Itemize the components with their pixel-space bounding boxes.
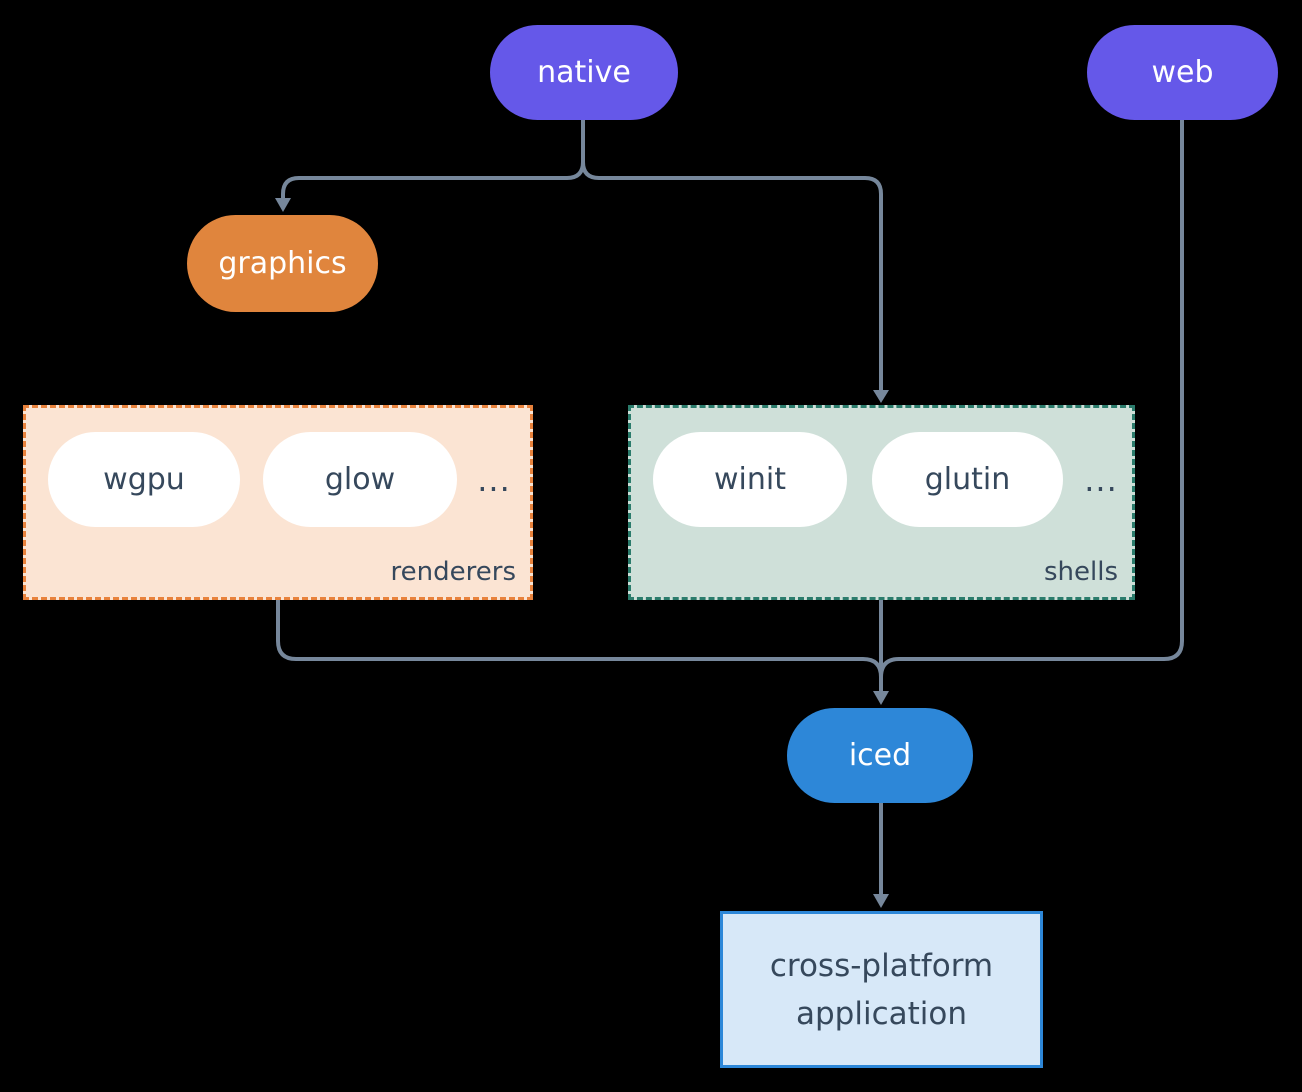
node-glutin: glutin	[872, 432, 1063, 527]
node-native-label: native	[537, 55, 631, 90]
connector-native-to-shells	[581, 120, 883, 390]
node-iced-label: iced	[848, 738, 912, 773]
arrowhead-iced	[873, 691, 889, 705]
arrowhead-graphics	[275, 198, 291, 212]
group-shells: winit glutin ... shells	[628, 405, 1135, 600]
shells-ellipsis: ...	[1084, 460, 1118, 499]
node-web-label: web	[1151, 55, 1214, 90]
node-application-label-line1: cross-platform	[769, 947, 994, 984]
node-web: web	[1087, 25, 1278, 120]
node-glutin-label: glutin	[924, 462, 1011, 497]
node-graphics: graphics	[187, 215, 378, 312]
node-iced: iced	[787, 708, 973, 803]
node-wgpu-label: wgpu	[103, 462, 185, 497]
node-winit-label: winit	[714, 462, 786, 497]
node-application: cross-platform application	[720, 911, 1043, 1068]
node-application-label-line2: application	[796, 995, 967, 1032]
node-native: native	[490, 25, 678, 120]
arrowhead-shells	[873, 390, 889, 403]
node-wgpu: wgpu	[48, 432, 240, 527]
connector-renderers-to-iced	[276, 600, 883, 678]
node-winit: winit	[653, 432, 847, 527]
node-graphics-label: graphics	[218, 246, 347, 281]
group-renderers-label: renderers	[390, 557, 516, 587]
group-renderers: wgpu glow ... renderers	[23, 405, 533, 600]
node-glow-label: glow	[324, 462, 396, 497]
group-shells-label: shells	[1043, 557, 1118, 587]
node-glow: glow	[263, 432, 457, 527]
renderers-ellipsis: ...	[477, 460, 511, 499]
connector-native-to-graphics	[281, 120, 585, 198]
arrowhead-application	[873, 894, 889, 908]
connector-web-to-iced	[879, 120, 1184, 678]
